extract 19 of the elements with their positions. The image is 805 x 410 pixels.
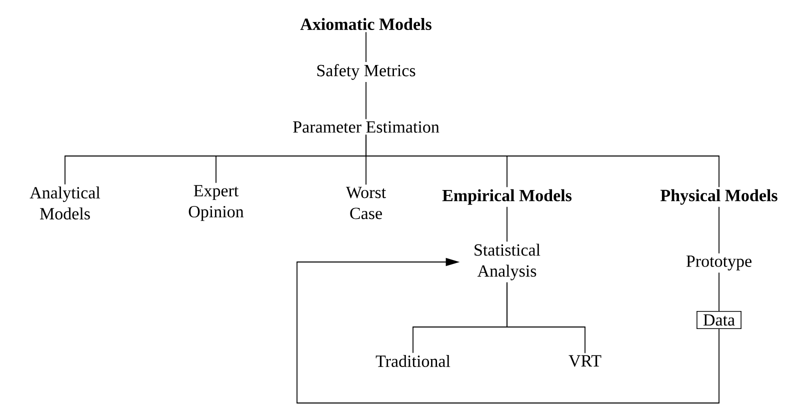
node-text: Worst Case xyxy=(346,186,386,220)
connector-line xyxy=(718,272,720,312)
heading-text: Axiomatic Models xyxy=(300,18,432,30)
node-text: VRT xyxy=(568,355,602,367)
node-text: Analytical Models xyxy=(30,186,100,220)
connector-line xyxy=(366,134,720,188)
heading-text: Physical Models xyxy=(660,189,778,205)
connector-line xyxy=(506,206,508,242)
node-text: Parameter Estimation xyxy=(293,121,440,133)
node-text: Traditional xyxy=(376,355,450,367)
arrow xyxy=(296,258,720,404)
node-text: Statistical Analysis xyxy=(474,244,540,280)
node-text: Expert Opinion xyxy=(188,185,244,221)
data-box: Data xyxy=(696,310,742,330)
heading-text: Empirical Models xyxy=(442,189,572,205)
connector-line xyxy=(506,282,586,354)
connector-line xyxy=(718,206,720,254)
node-text: Safety Metrics xyxy=(317,64,416,80)
node-text: Prototype xyxy=(686,256,752,270)
